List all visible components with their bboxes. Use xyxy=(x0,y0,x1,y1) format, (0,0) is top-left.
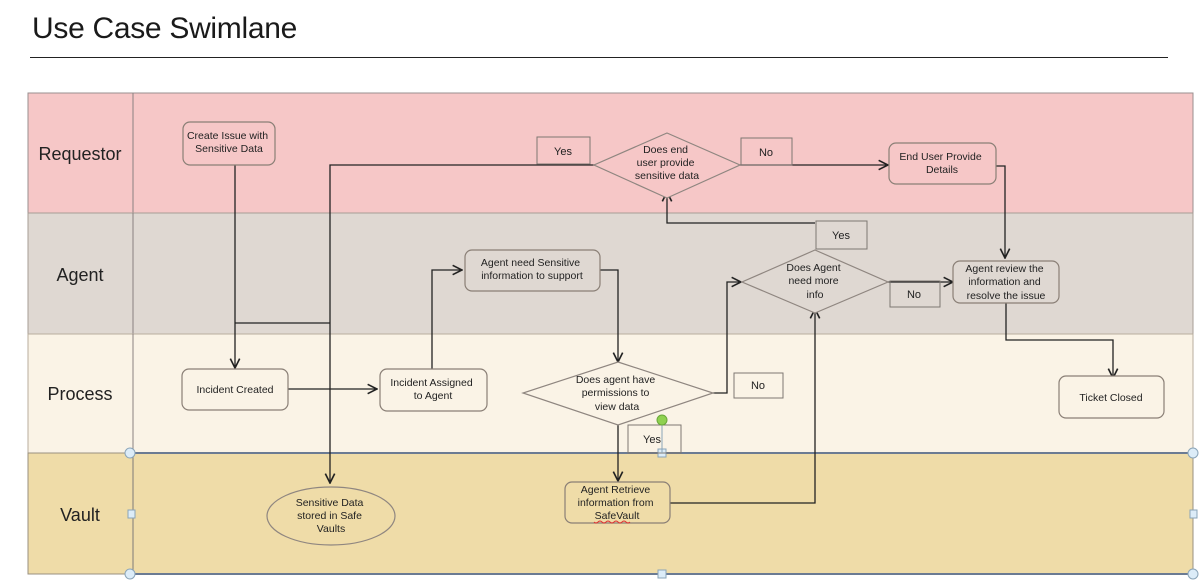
edge-review-to-closed[interactable] xyxy=(1005,303,1113,378)
resize-handle-bottom[interactable] xyxy=(657,569,667,579)
lane-label-vault: Vault xyxy=(60,505,100,525)
edge-retrieve-to-more[interactable] xyxy=(670,309,815,504)
edge-details-to-review[interactable] xyxy=(996,165,1005,258)
svg-text:Agent review the informa: Agent review the information and resolve… xyxy=(965,263,1046,302)
edge-assigned-to-need[interactable] xyxy=(431,270,462,370)
node-text-line: End User Provide xyxy=(899,151,981,163)
tag-label: Yes xyxy=(832,230,850,242)
vault-selection-frame[interactable] xyxy=(124,447,1199,580)
node-text-line: to Agent xyxy=(414,390,453,402)
tag-label: Yes xyxy=(643,434,661,446)
decision-agent-has-permissions[interactable]: Does agent have permissions to view data xyxy=(521,361,715,426)
tag-end-user-no[interactable]: No xyxy=(740,137,793,166)
node-text-line: stored in Safe xyxy=(297,510,362,522)
edge-need-to-permissions[interactable] xyxy=(600,269,618,362)
edge-yes-to-vault[interactable] xyxy=(330,164,595,483)
tag-label: Yes xyxy=(554,146,572,158)
tag-label: No xyxy=(759,147,773,159)
node-text-line: info xyxy=(807,289,824,301)
resize-handle-bottom-right[interactable] xyxy=(1187,568,1199,580)
node-incident-assigned[interactable]: Incident Assigned to Agent xyxy=(379,368,488,412)
decision-agent-need-more-info[interactable]: Does Agent need more info xyxy=(740,249,890,314)
svg-text:End User Provide Details: End User Provide Details xyxy=(899,151,984,176)
node-text-line: Ticket Closed xyxy=(1079,392,1142,404)
lane-label-agent: Agent xyxy=(56,265,103,285)
svg-text:Does Agent need more: Does Agent need more info xyxy=(786,262,843,301)
node-incident-created[interactable]: Incident Created xyxy=(181,368,289,411)
node-text-line: information and xyxy=(968,276,1041,288)
node-text-line: permissions to xyxy=(582,387,650,399)
svg-text:Does end user provide: Does end user provide sensitive data xyxy=(635,144,699,182)
node-text-line: Sensitive Data xyxy=(195,143,263,155)
resize-handle-right[interactable] xyxy=(1189,509,1198,519)
resize-handle-top-left[interactable] xyxy=(124,447,136,459)
tag-end-user-yes[interactable]: Yes xyxy=(536,136,591,165)
tag-agent-more-yes[interactable]: Yes xyxy=(815,220,868,250)
node-text-line: Create Issue with xyxy=(187,130,268,142)
node-text-line: resolve the issue xyxy=(967,290,1046,302)
svg-text:Agent Retrieve informati: Agent Retrieve information from SafeVaul… xyxy=(578,484,657,522)
tag-label: No xyxy=(907,289,921,301)
svg-text:Does agent have permissi: Does agent have permissions to view data xyxy=(576,374,658,413)
resize-handle-bottom-left[interactable] xyxy=(124,568,136,580)
title-divider xyxy=(30,57,1168,58)
lane-label-requestor: Requestor xyxy=(38,144,121,164)
node-agent-review[interactable]: Agent review the information and resolve… xyxy=(952,260,1060,304)
node-text-line: Agent review the xyxy=(965,263,1043,275)
node-ticket-closed[interactable]: Ticket Closed xyxy=(1058,375,1165,419)
node-text-line: Does agent have xyxy=(576,374,656,386)
svg-text:Create Issue with Sensit: Create Issue with Sensitive Data xyxy=(187,130,271,155)
node-text-line: Incident Assigned xyxy=(390,377,472,389)
node-end-user-provide-details[interactable]: End User Provide Details xyxy=(888,142,997,185)
node-text-line: view data xyxy=(595,401,640,413)
edge-permissions-no[interactable] xyxy=(713,282,741,394)
tag-permissions-yes[interactable]: Yes xyxy=(627,414,682,454)
node-text-line: user provide xyxy=(637,157,695,169)
svg-text:Sensitive Data stored in: Sensitive Data stored in Safe Vaults xyxy=(296,497,367,535)
node-text-line: Agent Retrieve xyxy=(581,484,651,496)
node-text-line: Does Agent xyxy=(786,262,840,274)
page-title: Use Case Swimlane xyxy=(32,12,298,45)
svg-text:Agent need Sensitive inf: Agent need Sensitive information to supp… xyxy=(481,257,583,282)
node-text-line: Vaults xyxy=(317,523,345,535)
node-sensitive-data-stored[interactable]: Sensitive Data stored in Safe Vaults xyxy=(266,486,396,546)
node-text-line: sensitive data xyxy=(635,170,699,182)
resize-handle-top-right[interactable] xyxy=(1187,447,1199,459)
decision-end-user-provides[interactable]: Does end user provide sensitive data xyxy=(592,132,742,199)
node-agent-need-sensitive-info[interactable]: Agent need Sensitive information to supp… xyxy=(464,249,601,292)
node-text-line: Does end xyxy=(643,144,688,156)
node-text-line: information to support xyxy=(481,270,583,282)
spellcheck-underline xyxy=(593,520,631,524)
node-create-issue[interactable]: Create Issue with Sensitive Data xyxy=(182,121,276,166)
node-text-line: Incident Created xyxy=(196,384,273,396)
node-text-line: Sensitive Data xyxy=(296,497,364,509)
node-text-line: SafeVault xyxy=(595,510,640,522)
node-agent-retrieve[interactable]: Agent Retrieve information from SafeVaul… xyxy=(564,481,671,524)
resize-handle-left[interactable] xyxy=(127,509,136,519)
tag-label: No xyxy=(751,380,765,392)
rotate-handle[interactable] xyxy=(656,414,668,426)
edges xyxy=(235,164,1113,504)
tag-permissions-no[interactable]: No xyxy=(733,372,784,399)
edge-more-yes[interactable] xyxy=(667,192,815,224)
svg-text:Incident Assigned to Age: Incident Assigned to Agent xyxy=(390,377,475,402)
tag-agent-more-no[interactable]: No xyxy=(889,280,941,308)
node-text-line: Agent need Sensitive xyxy=(481,257,580,269)
node-text-line: Details xyxy=(926,164,958,176)
node-text-line: need more xyxy=(788,275,838,287)
node-text-line: information from xyxy=(578,497,654,509)
lane-label-process: Process xyxy=(47,384,112,404)
